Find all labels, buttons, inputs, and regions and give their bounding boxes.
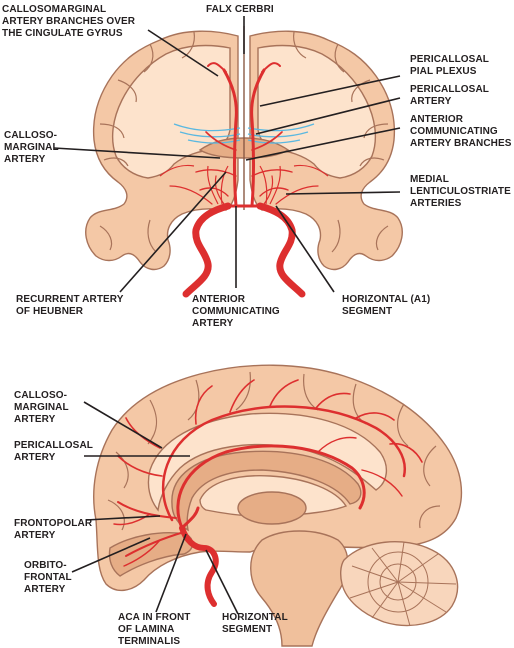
sagittal-leader-lines <box>71 401 239 615</box>
label-pericallosal-artery: PERICALLOSAL ARTERY <box>410 84 492 107</box>
label-coronal-callosomarginal-artery: CALLOSO- MARGINAL ARTERY <box>4 130 61 165</box>
label-frontopolar-artery: FRONTOPOLAR ARTERY <box>14 518 95 541</box>
orbitofrontal-surface <box>108 532 194 577</box>
label-callosomarginal-branches: CALLOSOMARGINAL ARTERY BRANCHES OVER THE… <box>2 4 138 39</box>
label-anterior-communicating-branches: ANTERIOR COMMUNICATING ARTERY BRANCHES <box>410 114 512 149</box>
coronal-sulci <box>99 31 389 253</box>
coronal-section <box>85 26 403 298</box>
cerebellum-folia <box>349 541 457 627</box>
label-falx-cerebri: FALX CERBRI <box>206 4 274 15</box>
sagittal-labels: CALLOSO- MARGINAL ARTERY PERICALLOSAL AR… <box>14 390 291 647</box>
label-sagittal-pericallosal-artery: PERICALLOSAL ARTERY <box>14 440 96 463</box>
label-pericallosal-pial-plexus: PERICALLOSAL PIAL PLEXUS <box>410 54 492 77</box>
sagittal-arteries <box>113 379 423 607</box>
label-horizontal-a1-segment: HORIZONTAL (A1) SEGMENT <box>342 294 433 317</box>
label-anterior-communicating-artery: ANTERIOR COMMUNICATING ARTERY <box>192 294 283 329</box>
label-orbitofrontal-artery: ORBITO- FRONTAL ARTERY <box>24 560 74 595</box>
label-aca-lamina-terminalis: ACA IN FRONT OF LAMINA TERMINALIS <box>118 612 193 647</box>
label-sagittal-callosomarginal-artery: CALLOSO- MARGINAL ARTERY <box>14 390 71 425</box>
coronal-labels: FALX CERBRI CALLOSOMARGINAL ARTERY BRANC… <box>2 4 514 329</box>
coronal-arteries <box>169 62 319 208</box>
thalamus <box>237 491 307 525</box>
a1-segments <box>182 202 306 298</box>
sagittal-section <box>93 364 463 647</box>
label-recurrent-artery-heubner: RECURRENT ARTERY OF HEUBNER <box>16 294 126 317</box>
label-medial-lenticulostriate: MEDIAL LENTICULOSTRIATE ARTERIES <box>410 174 514 209</box>
cerebellum <box>339 541 459 627</box>
medial-lenticulostriate-arteries <box>159 164 329 205</box>
brainstem <box>250 530 349 647</box>
label-horizontal-segment: HORIZONTAL SEGMENT <box>222 612 291 635</box>
coronal-leader-lines <box>53 16 401 293</box>
sagittal-corpus-callosum <box>171 450 362 532</box>
